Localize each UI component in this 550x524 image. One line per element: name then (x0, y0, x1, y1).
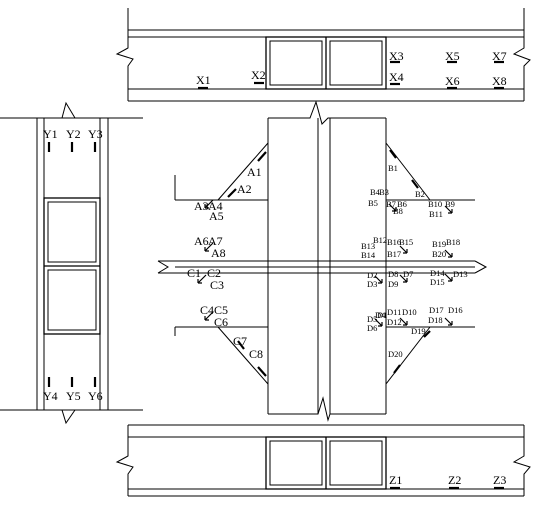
gauge-label: D10 (402, 307, 417, 317)
gauge-label: B13 (361, 241, 375, 251)
gauge-label: X6 (445, 74, 460, 88)
gauge-label: Z1 (389, 473, 402, 487)
central-joint (157, 100, 488, 422)
gauge-label: B18 (446, 237, 460, 247)
gauge-label: C5 (214, 303, 228, 317)
gauge-label: A3 (194, 199, 209, 213)
gauge-label: B20 (432, 249, 446, 259)
gauge-label: Z3 (493, 473, 506, 487)
gauge-label: B12 (373, 235, 387, 245)
gauge-label: D13 (453, 269, 468, 279)
gauge-label: D4 (375, 310, 386, 320)
gauge-label: X5 (445, 49, 460, 63)
gauge-label: D15 (430, 277, 445, 287)
gauge-label: D3 (367, 279, 377, 289)
gauge-label: D2 (367, 270, 377, 280)
gauge-label: C1 (187, 266, 201, 280)
gauge-label: C2 (207, 266, 221, 280)
gauge-label: A5 (209, 209, 224, 223)
gauge-label: B5 (368, 198, 378, 208)
gauge-label: D5 (367, 314, 377, 324)
left-column-labels: Y1 Y2 Y3 Y4 Y5 Y6 (43, 127, 103, 403)
gauge-label: A1 (247, 165, 262, 179)
gauge-label: D14 (430, 268, 445, 278)
gauge-label: Y6 (88, 389, 103, 403)
gauge-label: A6 (194, 234, 209, 248)
gauge-label: Z2 (448, 473, 461, 487)
gauge-label: D7 (403, 269, 413, 279)
gauge-label: D12 (387, 317, 402, 327)
gauge-label: C6 (214, 315, 228, 329)
gauge-label: D6 (367, 323, 377, 333)
gauge-label: D1 (377, 310, 387, 320)
top-beam-labels: X1 X2 X3 X4 X5 X6 X7 X8 (196, 49, 507, 88)
gauge-label: B6 (397, 199, 407, 209)
gauge-label: B10 (428, 199, 442, 209)
gauge-label: B17 (387, 249, 401, 259)
gauge-label: D11 (387, 307, 401, 317)
top-beam (115, 8, 531, 102)
gauge-label: D8 (388, 269, 398, 279)
gauge-label: B4 (370, 187, 381, 197)
gauge-marks (47, 60, 504, 490)
gauge-label: B16 (387, 237, 401, 247)
gauge-label: Y1 (43, 127, 58, 141)
gauge-label: X3 (389, 49, 404, 63)
gauge-label: B9 (445, 199, 455, 209)
gauge-label: X2 (251, 68, 266, 82)
gauge-label: C4 (200, 303, 214, 317)
left-column (0, 101, 143, 425)
bottom-beam-labels: Z1 Z2 Z3 (389, 473, 506, 487)
gauge-label: D16 (448, 305, 463, 315)
gauge-label: B19 (432, 239, 446, 249)
gauge-label: X7 (492, 49, 507, 63)
gauge-label: C7 (233, 334, 247, 348)
gauge-label: Y4 (43, 389, 58, 403)
gauge-label: X4 (389, 70, 404, 84)
gauge-label: B1 (388, 163, 398, 173)
gauge-label: Y3 (88, 127, 103, 141)
gauge-label: Y5 (66, 389, 81, 403)
gauge-label: A2 (237, 182, 252, 196)
gauge-label: B3 (379, 187, 389, 197)
gauge-label: C3 (210, 278, 224, 292)
gauge-label: Y2 (66, 127, 81, 141)
gauge-label: B7 (386, 199, 396, 209)
gauge-label: D17 (429, 305, 444, 315)
joint-labels-small: B1 B2 B3 B4 B5 B6 B7 B8 B9 B10 B11 B12 B… (361, 163, 468, 359)
gauge-label: B8 (393, 206, 403, 216)
gauge-label: B11 (429, 209, 443, 219)
gauge-label: B15 (399, 237, 413, 247)
joint-labels-large: A1 A2 A3 A4 A5 A6 A7 A8 C1 C2 C3 C4 C5 C… (187, 165, 263, 361)
gauge-label: X1 (196, 73, 211, 87)
gauge-label: A4 (208, 199, 223, 213)
gauge-label: A8 (211, 246, 226, 260)
bottom-beam (115, 424, 531, 497)
gauge-label: D9 (388, 279, 398, 289)
gauge-label: C8 (249, 347, 263, 361)
rosette-marks (197, 199, 453, 327)
gauge-label: D18 (428, 315, 443, 325)
gauge-label: B2 (415, 189, 425, 199)
gauge-label: D19 (411, 326, 426, 336)
gauge-label: A7 (208, 234, 223, 248)
gauge-label: B14 (361, 250, 376, 260)
gauge-label: X8 (492, 74, 507, 88)
gauge-label: D20 (388, 349, 403, 359)
